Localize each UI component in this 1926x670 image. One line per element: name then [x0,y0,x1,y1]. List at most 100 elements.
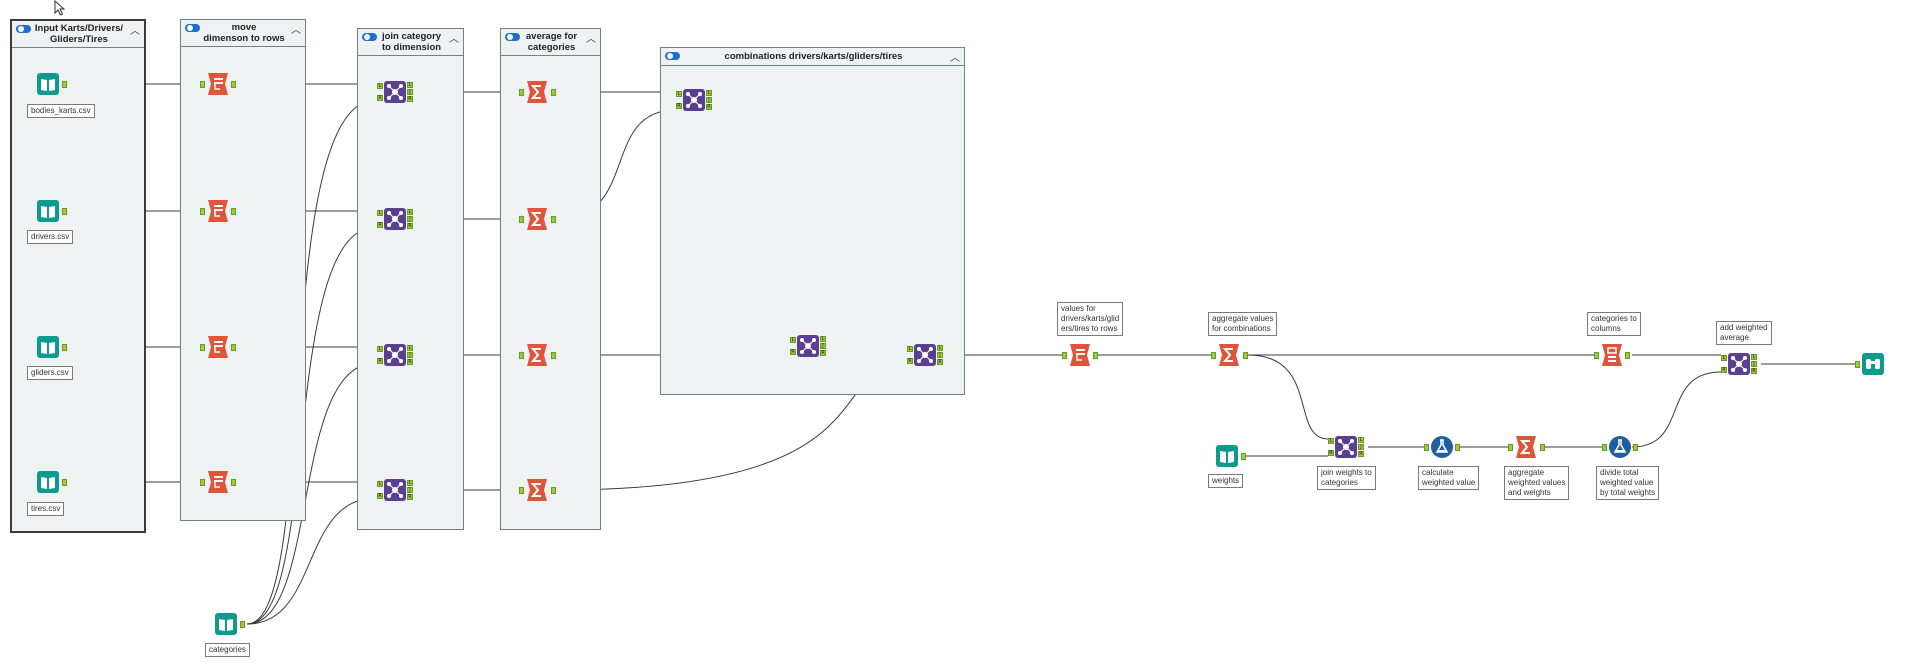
summarize-sigma-icon[interactable] [525,207,549,231]
join-output-anchor-left[interactable]: L [1358,437,1364,443]
join-input-anchor-left[interactable]: L [377,83,383,89]
join-output-anchor-left[interactable]: L [937,345,943,351]
input-anchor[interactable] [1508,444,1513,451]
join-output-anchor-right[interactable]: R [407,223,413,229]
container-header[interactable]: move dimenson to rows ︿ [181,20,305,47]
input-anchor[interactable] [519,352,524,359]
summarize-sigma-icon[interactable] [525,478,549,502]
container-header[interactable]: join category to dimension ︿ [358,29,463,56]
output-anchor[interactable] [551,487,556,494]
join-icon[interactable] [1727,352,1751,376]
book-input-icon[interactable] [36,199,60,223]
input-anchor[interactable] [1424,444,1429,451]
container-input[interactable]: Input Karts/Drivers/ Gliders/Tires ︿ [10,19,146,533]
output-anchor[interactable] [231,479,236,486]
output-anchor[interactable] [1633,444,1638,451]
join-output-anchor-left[interactable]: L [407,209,413,215]
book-input-icon[interactable] [36,72,60,96]
join-output-anchor-right[interactable]: R [407,96,413,102]
join-output-anchor-join[interactable]: J [407,487,413,493]
join-icon[interactable] [383,343,407,367]
output-anchor[interactable] [231,208,236,215]
join-output-anchor-right[interactable]: R [937,359,943,365]
join-input-anchor-right[interactable]: R [1328,450,1334,456]
output-anchor[interactable] [1093,352,1098,359]
join-output-anchor-join[interactable]: J [937,352,943,358]
join-output-anchor-right[interactable]: R [1751,368,1757,374]
container-combinations[interactable]: combinations drivers/karts/gliders/tires… [660,47,965,395]
join-output-anchor-join[interactable]: J [407,352,413,358]
join-input-anchor-right[interactable]: R [377,493,383,499]
join-output-anchor-left[interactable]: L [706,90,712,96]
formula-flask-icon[interactable] [1430,435,1454,459]
join-input-anchor-left[interactable]: L [676,91,682,97]
summarize-sigma-icon[interactable] [525,343,549,367]
input-anchor[interactable] [200,479,205,486]
output-anchor[interactable] [231,81,236,88]
input-anchor[interactable] [1602,444,1607,451]
join-output-anchor-left[interactable]: L [820,336,826,342]
book-input-icon[interactable] [214,612,238,636]
input-anchor[interactable] [1594,352,1599,359]
join-output-anchor-left[interactable]: L [407,345,413,351]
input-anchor[interactable] [1855,361,1860,368]
container-toggle[interactable] [665,52,680,60]
container-move[interactable]: move dimenson to rows ︿ [180,19,306,521]
summarize-sigma-icon[interactable] [1514,435,1538,459]
join-icon[interactable] [383,207,407,231]
join-output-anchor-left[interactable]: L [407,82,413,88]
transpose-icon[interactable] [206,72,230,96]
transpose-icon[interactable] [206,470,230,494]
summarize-sigma-icon[interactable] [525,80,549,104]
join-output-anchor-join[interactable]: J [706,97,712,103]
join-output-anchor-right[interactable]: R [820,350,826,356]
join-output-anchor-join[interactable]: J [820,343,826,349]
output-anchor[interactable] [1540,444,1545,451]
join-output-anchor-join[interactable]: J [1358,444,1364,450]
join-icon[interactable] [383,478,407,502]
join-input-anchor-right[interactable]: R [377,222,383,228]
collapse-chevron-icon[interactable]: ︿ [950,53,960,64]
input-anchor[interactable] [519,89,524,96]
input-anchor[interactable] [200,208,205,215]
input-anchor[interactable] [1062,352,1067,359]
join-input-anchor-left[interactable]: L [1721,355,1727,361]
container-header[interactable]: Input Karts/Drivers/ Gliders/Tires ︿ [12,21,144,48]
join-input-anchor-left[interactable]: L [377,346,383,352]
container-toggle[interactable] [185,24,200,32]
output-anchor[interactable] [62,344,67,351]
formula-flask-icon[interactable] [1608,435,1632,459]
join-icon[interactable] [796,334,820,358]
join-output-anchor-left[interactable]: L [407,480,413,486]
container-average[interactable]: average for categories ︿ [500,28,601,530]
output-anchor[interactable] [62,81,67,88]
join-output-anchor-right[interactable]: R [706,104,712,110]
join-icon[interactable] [682,88,706,112]
collapse-chevron-icon[interactable]: ︿ [586,34,596,45]
output-anchor[interactable] [551,89,556,96]
collapse-chevron-icon[interactable]: ︿ [291,25,301,36]
join-input-anchor-right[interactable]: R [1721,367,1727,373]
join-input-anchor-right[interactable]: R [676,103,682,109]
join-output-anchor-right[interactable]: R [407,494,413,500]
output-anchor[interactable] [1241,453,1246,460]
container-join[interactable]: join category to dimension ︿ [357,28,464,530]
join-output-anchor-left[interactable]: L [1751,354,1757,360]
transpose-icon[interactable] [1068,343,1092,367]
transpose-icon[interactable] [206,199,230,223]
join-output-anchor-join[interactable]: J [1751,361,1757,367]
container-toggle[interactable] [16,25,31,33]
book-input-icon[interactable] [36,335,60,359]
input-anchor[interactable] [1211,352,1216,359]
join-input-anchor-left[interactable]: L [790,337,796,343]
join-input-anchor-left[interactable]: L [1328,438,1334,444]
output-anchor[interactable] [1243,352,1248,359]
join-icon[interactable] [913,343,937,367]
container-toggle[interactable] [505,33,520,41]
join-output-anchor-right[interactable]: R [1358,451,1364,457]
container-header[interactable]: average for categories ︿ [501,29,600,56]
collapse-chevron-icon[interactable]: ︿ [130,26,140,37]
join-input-anchor-right[interactable]: R [377,95,383,101]
join-output-anchor-right[interactable]: R [407,359,413,365]
output-anchor[interactable] [1455,444,1460,451]
